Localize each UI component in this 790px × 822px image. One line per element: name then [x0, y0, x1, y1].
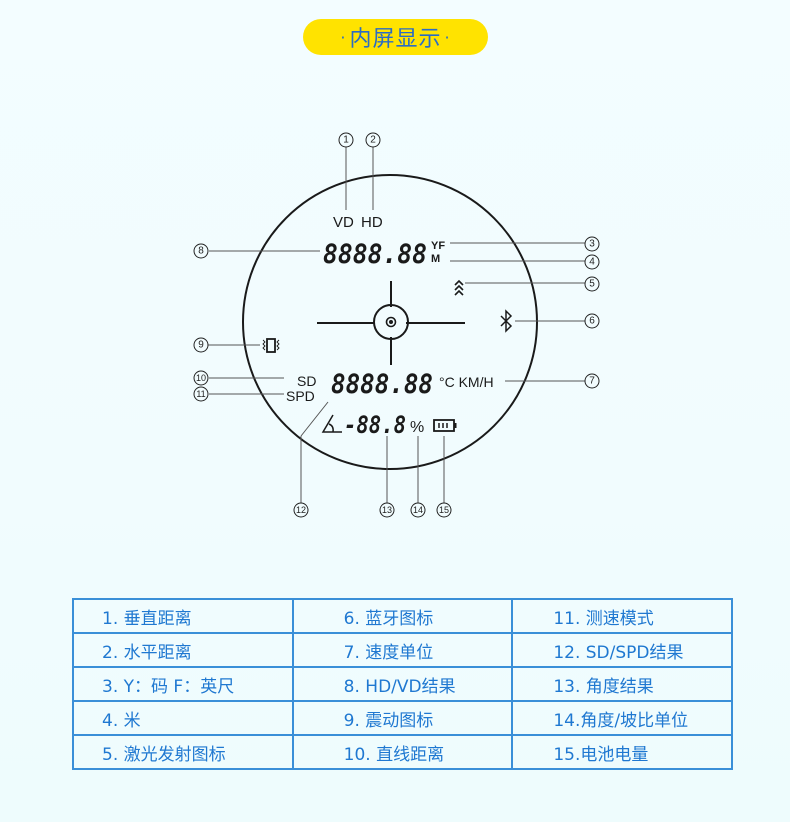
callout-6: 6	[584, 313, 600, 329]
main-distance-digits: 8888.88	[323, 239, 427, 270]
vibration-icon	[262, 338, 280, 353]
callout-8: 8	[193, 243, 209, 259]
callout-10: 10	[193, 370, 209, 386]
svg-text:6: 6	[589, 316, 595, 327]
legend-cell: 7. 速度单位	[291, 632, 514, 668]
svg-text:14: 14	[413, 505, 423, 515]
callout-4: 4	[584, 254, 600, 270]
title-dot-left: ·	[340, 27, 347, 47]
speed-digits: 8888.88	[331, 369, 433, 400]
section-title-text: 内屏显示	[349, 27, 442, 52]
svg-text:15: 15	[439, 505, 449, 515]
callout-5: 5	[584, 276, 600, 292]
laser-emit-icon	[454, 279, 464, 296]
svg-text:9: 9	[198, 340, 204, 351]
percent-unit: %	[410, 419, 424, 436]
legend-cell: 5. 激光发射图标	[72, 734, 294, 770]
legend-cell: 8. HD/VD结果	[291, 666, 514, 702]
svg-text:5: 5	[589, 279, 595, 290]
callout-1: 1	[338, 132, 354, 148]
legend-row: 2. 水平距离 7. 速度单位 12. SD/SPD结果	[72, 632, 733, 668]
unit-yf: YF	[431, 240, 445, 252]
legend-cell: 14.角度/坡比单位	[511, 700, 733, 736]
callout-15: 15	[436, 502, 452, 518]
callout-9: 9	[193, 337, 209, 353]
svg-text:8: 8	[198, 246, 204, 257]
battery-icon	[433, 419, 457, 432]
legend-row: 3. Y：码 F：英尺 8. HD/VD结果 13. 角度结果	[72, 666, 733, 702]
vd-label: VD	[333, 214, 354, 231]
callout-2: 2	[365, 132, 381, 148]
spd-label: SPD	[286, 388, 315, 404]
svg-text:2: 2	[370, 135, 376, 146]
svg-text:7: 7	[589, 376, 595, 387]
title-dot-right: ·	[444, 27, 451, 47]
legend-cell: 2. 水平距离	[72, 632, 294, 668]
speed-unit: °C KM/H	[439, 374, 494, 390]
section-title: · 内屏显示 ·	[303, 19, 488, 55]
legend-row: 4. 米 9. 震动图标 14.角度/坡比单位	[72, 700, 733, 736]
svg-text:1: 1	[343, 135, 349, 146]
legend-cell: 9. 震动图标	[291, 700, 514, 736]
sd-label: SD	[297, 373, 316, 389]
svg-text:12: 12	[296, 505, 306, 515]
callout-12: 12	[293, 502, 309, 518]
legend-cell: 3. Y：码 F：英尺	[72, 666, 294, 702]
callout-11: 11	[193, 386, 209, 402]
crosshair-icon	[317, 281, 465, 365]
svg-text:11: 11	[196, 389, 205, 399]
svg-text:3: 3	[589, 239, 595, 250]
legend-cell: 15.电池电量	[511, 734, 733, 770]
legend-row: 5. 激光发射图标 10. 直线距离 15.电池电量	[72, 734, 733, 770]
legend-cell: 10. 直线距离	[291, 734, 514, 770]
callout-14: 14	[410, 502, 426, 518]
bluetooth-icon	[500, 309, 513, 333]
legend-cell: 13. 角度结果	[511, 666, 733, 702]
legend-cell: 6. 蓝牙图标	[291, 598, 514, 634]
legend-cell: 1. 垂直距离	[72, 598, 294, 634]
svg-text:4: 4	[589, 257, 595, 268]
angle-digits: -88.8	[344, 411, 406, 439]
svg-text:13: 13	[382, 505, 392, 515]
unit-m: M	[431, 253, 440, 265]
callout-7: 7	[584, 373, 600, 389]
leader-lines	[208, 147, 585, 503]
hd-label: HD	[361, 214, 383, 231]
legend-table: 1. 垂直距离 6. 蓝牙图标 11. 测速模式 2. 水平距离 7. 速度单位…	[72, 598, 733, 770]
legend-cell: 11. 测速模式	[511, 598, 733, 634]
angle-icon	[321, 414, 342, 433]
legend-cell: 4. 米	[72, 700, 294, 736]
callout-3: 3	[584, 236, 600, 252]
legend-cell: 12. SD/SPD结果	[511, 632, 733, 668]
legend-row: 1. 垂直距离 6. 蓝牙图标 11. 测速模式	[72, 598, 733, 634]
callout-13: 13	[379, 502, 395, 518]
svg-text:10: 10	[196, 373, 206, 383]
display-circle	[242, 174, 538, 470]
display-diagram: 1 2 3 4 5 6 7 8 9 10 11 12 13 14 15 VD H…	[193, 132, 600, 518]
